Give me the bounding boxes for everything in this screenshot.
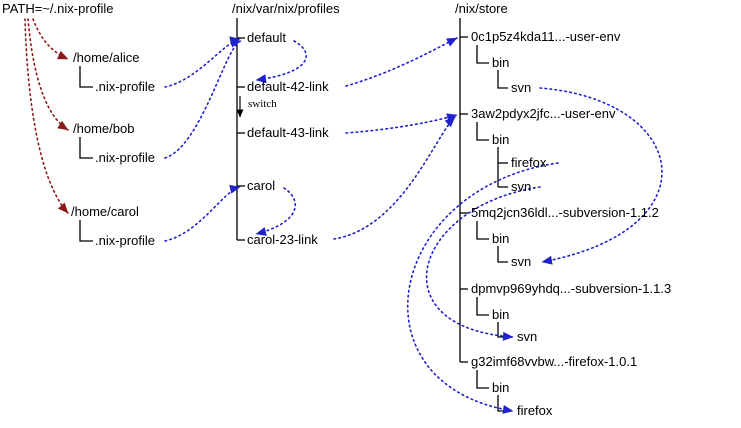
profile-carol-23-link: carol-23-link [247,232,318,247]
connector-dpmvp-svn [497,322,504,338]
profile-default-42-link: default-42-link [247,79,329,94]
store-item-subversion-112: 5mq2jcn36ldl...-subversion-1.1.2 [471,205,659,220]
home-dir-alice: /home/alice [73,50,140,65]
store-0c1p-bin: bin [492,55,510,70]
profiles-dir-header: /nix/var/nix/profiles [232,1,340,16]
store-item-subversion-113: dpmvp969yhdq...-subversion-1.1.3 [471,281,672,296]
store-item-user-env-0c1p: 0c1p5z4kda11...-user-env [471,29,621,44]
switch-label: switch [248,98,277,110]
symlink-arrow-carol-23-link-to-user-env-3aw2 [333,116,456,240]
path-arrow-to-alice-home [32,18,69,60]
store-3aw2-bin: bin [492,132,510,147]
symlink-alice-nix-profile: .nix-profile [95,79,155,94]
store-dpmvp-bin: bin [492,307,510,322]
symlink-arrow-alice-profile-to-default [164,36,241,88]
connector-g32-firefox [497,395,504,412]
connector-5mq2-bin [476,221,489,240]
store-5mq2-bin: bin [492,231,510,246]
connector-0c1p-bin [476,45,489,64]
path-arrow-to-bob-home [27,18,69,131]
home-dir-bob: /home/bob [73,121,135,136]
path-arrow-to-carol-home [24,18,69,214]
connector-5mq2-svn [497,246,508,263]
symlink-carol-nix-profile: .nix-profile [95,233,155,248]
store-dpmvp-bin-svn: svn [517,329,538,344]
store-dir-header: /nix/store [455,1,508,16]
store-3aw2-bin-svn: svn [511,179,532,194]
store-3aw2-bin-firefox: firefox [511,155,547,170]
tree-connector-bob [79,137,93,159]
tree-connector-alice [79,66,93,88]
symlink-arrow-default-42-link-to-user-env-0c1p [345,37,458,87]
connector-0c1p-svn [497,70,508,89]
tree-connector-carol [79,220,93,242]
profile-default: default [247,30,287,45]
profile-carol: carol [247,178,276,193]
store-item-firefox-101: g32imf68vvbw...-firefox-1.0.1 [471,354,638,369]
symlink-arrow-default-43-link-to-user-env-3aw2 [345,113,458,134]
store-0c1p-bin-svn: svn [511,80,532,95]
symlink-arrow-carol-profile-to-carol [164,184,241,242]
connector-dpmvp-bin [476,297,489,316]
connector-3aw2-bin [476,122,489,141]
home-dir-carol: /home/carol [71,204,139,219]
store-g32-bin-firefox: firefox [517,403,553,418]
symlink-arrow-carol-to-carol-23-link [255,187,296,236]
profile-default-43-link: default-43-link [247,125,329,140]
store-item-user-env-3aw2: 3aw2pdyx2jfc...-user-env [471,106,616,121]
connector-g32-bin [476,370,489,389]
store-g32-bin: bin [492,380,510,395]
path-env-label: PATH=~/.nix-profile [2,1,114,16]
store-5mq2-bin-svn: svn [511,254,532,269]
symlink-bob-nix-profile: .nix-profile [95,150,155,165]
symlink-arrow-default-to-default-42-link [255,40,307,84]
symlink-arrow-bob-profile-to-default [164,38,242,159]
